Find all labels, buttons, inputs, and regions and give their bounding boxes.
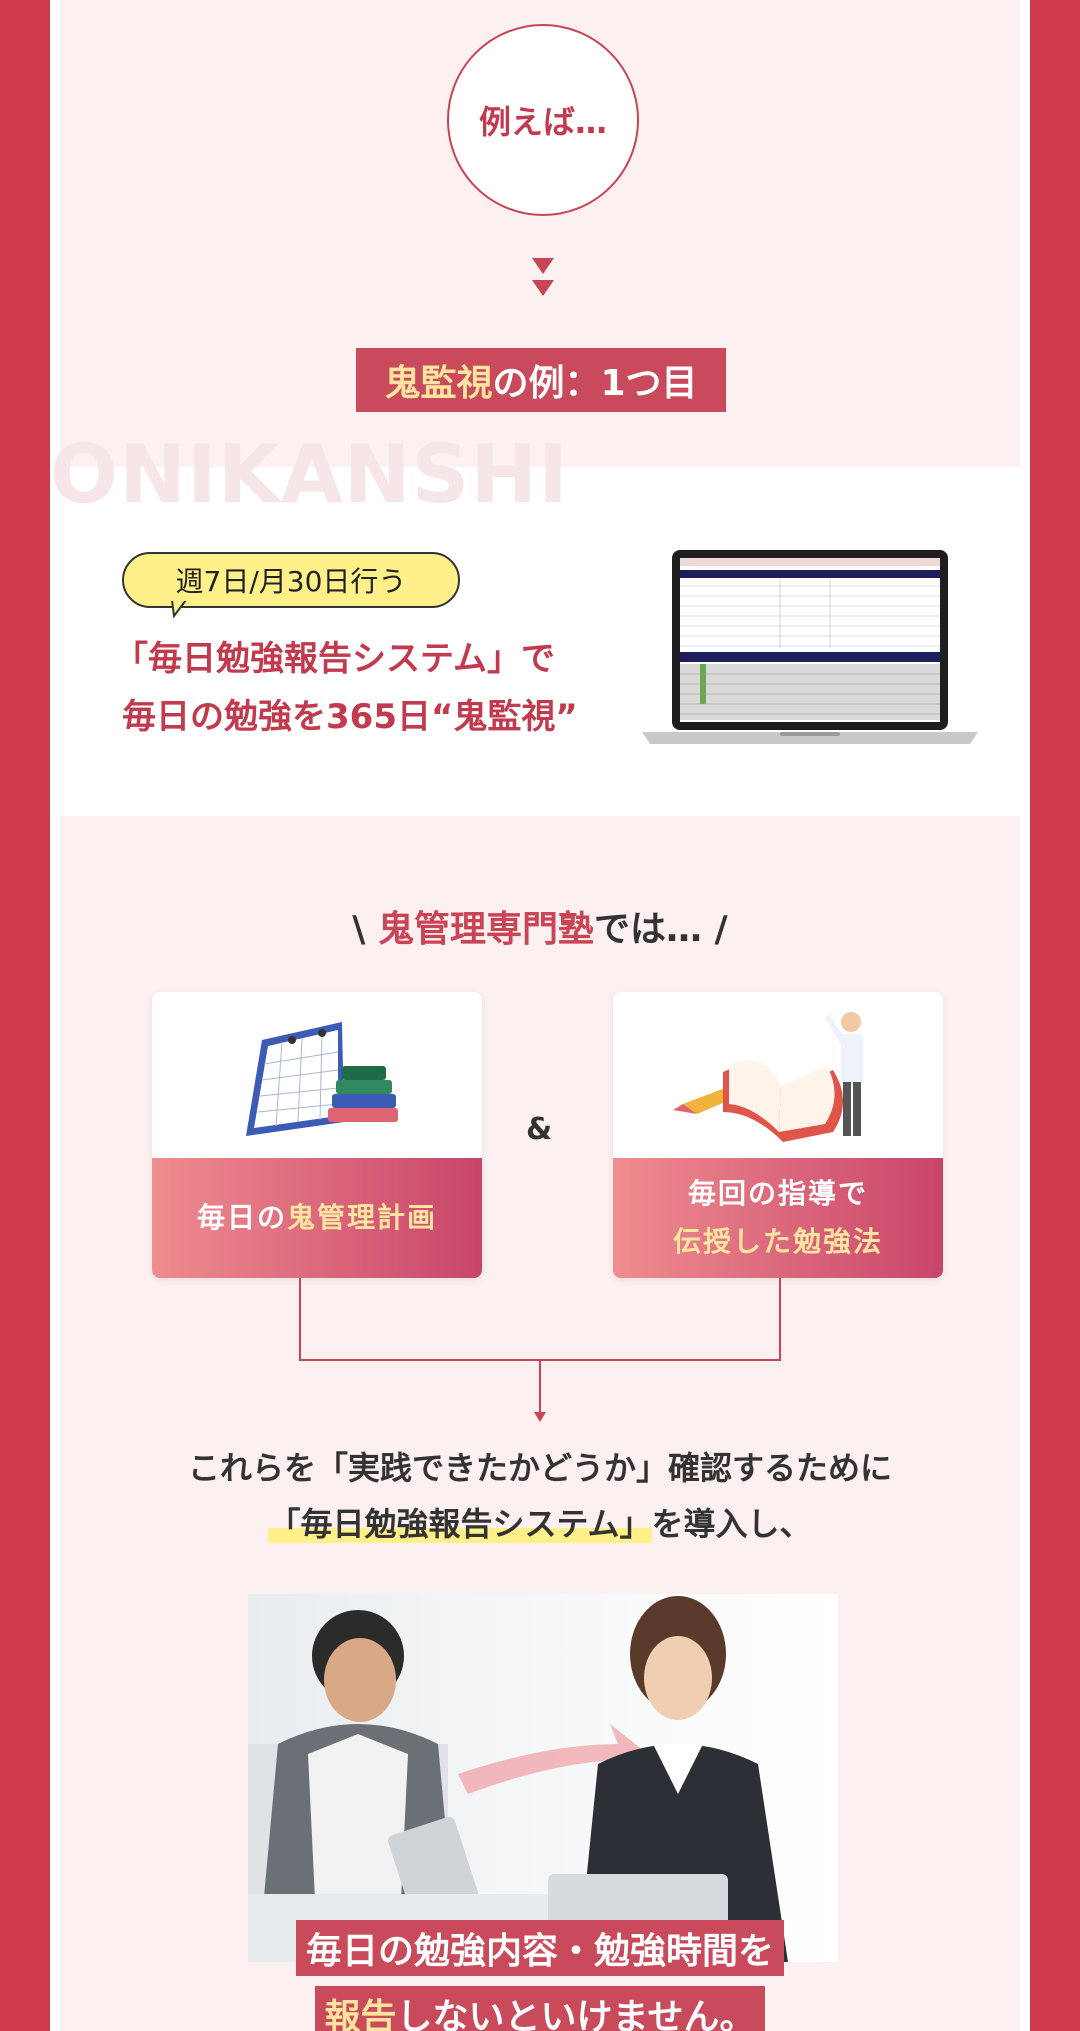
card-left-highlight: 鬼管理計画 bbox=[287, 1201, 438, 1234]
caption-line2-rest: しないといけません。 bbox=[396, 1997, 756, 2031]
left-border bbox=[0, 0, 50, 2031]
calendar-books-icon bbox=[246, 1022, 398, 1136]
watermark-text: ONIKANSHI bbox=[50, 428, 569, 521]
caption-line1: 毎日の勉強内容・勉強時間を bbox=[295, 1920, 784, 1976]
section-tagline: \ 鬼管理専門塾では… / bbox=[50, 900, 1030, 952]
laptop-report-image bbox=[642, 550, 978, 744]
page: 例えば… 鬼監視の例：1つ目 ONIKANSHI 週7日/月30日行う 「毎日勉… bbox=[50, 0, 1030, 2031]
body-line1: これらを「実践できたかどうか」確認するために bbox=[187, 1449, 892, 1487]
card-study-method-label: 毎回の指導で 伝授した勉強法 bbox=[613, 1158, 943, 1278]
right-border bbox=[1030, 0, 1080, 2031]
section-tagline-rest: では… / bbox=[594, 909, 728, 950]
card-right-line1: 毎回の指導で bbox=[687, 1177, 868, 1210]
frequency-pill-text: 週7日/月30日行う bbox=[175, 565, 407, 598]
example-label-rest: の例：1つ目 bbox=[492, 363, 698, 404]
card-daily-plan: 毎日の鬼管理計画 bbox=[152, 992, 482, 1278]
section-tagline-highlight: 鬼管理専門塾 bbox=[377, 909, 594, 950]
student-teacher-photo bbox=[248, 1594, 838, 1962]
intro-circle-text: 例えば… bbox=[478, 103, 607, 141]
section-tagline-prefix: \ bbox=[352, 909, 378, 950]
card-study-method: 毎回の指導で 伝授した勉強法 bbox=[613, 992, 943, 1278]
feature-headline-line2: 毎日の勉強を365日“鬼監視” bbox=[122, 697, 578, 737]
feature-headline: 「毎日勉強報告システム」で 毎日の勉強を365日“鬼監視” bbox=[114, 630, 578, 746]
double-down-arrow-icon bbox=[532, 258, 554, 296]
merge-connector-icon bbox=[299, 1278, 781, 1422]
caption-line2-highlight: 報告 bbox=[324, 1997, 397, 2031]
body-text: これらを「実践できたかどうか」確認するために 「毎日勉強報告システム」を導入し、 bbox=[50, 1440, 1030, 1552]
intro-circle: 例えば… bbox=[447, 24, 639, 216]
body-line2-marked: 「毎日勉強報告システム」 bbox=[268, 1505, 652, 1543]
example-label-highlight: 鬼監視 bbox=[384, 363, 493, 404]
speech-tail-icon bbox=[170, 600, 188, 618]
book-teacher-icon bbox=[673, 1012, 863, 1142]
example-label: 鬼監視の例：1つ目 bbox=[356, 348, 726, 412]
card-right-line2: 伝授した勉強法 bbox=[672, 1225, 883, 1258]
card-daily-plan-label: 毎日の鬼管理計画 bbox=[152, 1158, 482, 1278]
card-left-pre: 毎日の bbox=[196, 1201, 287, 1234]
caption-line2: 報告しないといけません。 bbox=[314, 1986, 766, 2031]
photo-caption: 毎日の勉強内容・勉強時間を 報告しないといけません。 bbox=[50, 1920, 1030, 2031]
ampersand-text: & bbox=[526, 1112, 553, 1147]
feature-headline-line1: 「毎日勉強報告システム」で bbox=[114, 639, 555, 679]
frequency-pill: 週7日/月30日行う bbox=[122, 552, 460, 608]
body-line2-rest: を導入し、 bbox=[651, 1505, 812, 1543]
